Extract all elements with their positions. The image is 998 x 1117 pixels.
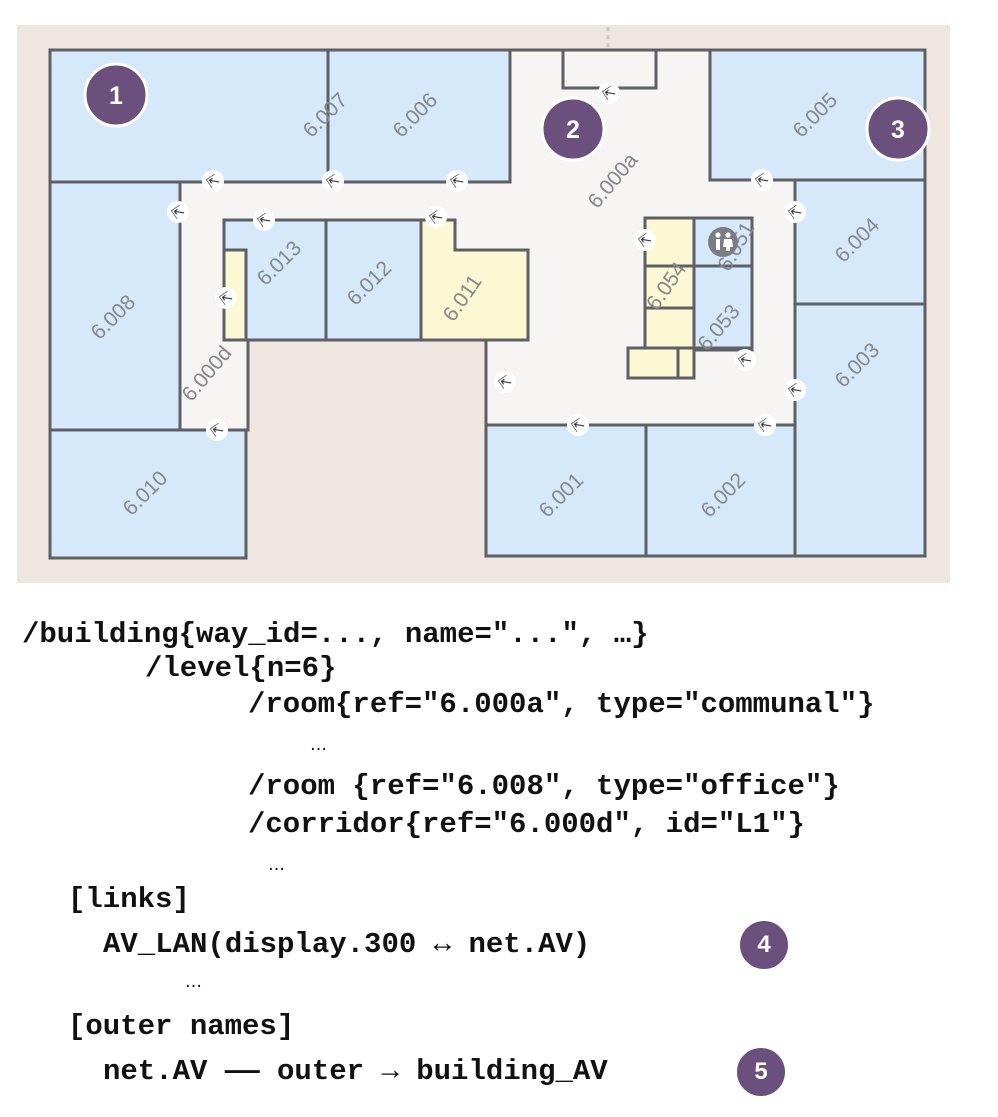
door-entrance-icon: ⇱ [446, 170, 468, 192]
callout-1-label: 1 [109, 82, 123, 110]
door-entrance-icon: ⇱ [215, 287, 237, 309]
callout-3: 3 [865, 96, 931, 162]
door-markers: ⇱ ⇱ ⇱ ⇱ ⇱ ⇱ ⇱ ⇱ ⇱ ⇱ ⇱ ⇱ ⇱ ⇱ ⇱ ⇱ ⇱ [167, 82, 806, 441]
room-6001[interactable] [484, 423, 648, 558]
code-line-room-6008: /room {ref="6.008", type="office"} [248, 770, 840, 803]
code-line-links-header: [links] [68, 883, 190, 916]
code-line-corridor: /corridor{ref="6.000d", id="L1"} [248, 808, 805, 841]
room-6010[interactable] [48, 428, 248, 560]
door-entrance-icon: ⇱ [253, 209, 275, 231]
room-6002[interactable] [644, 423, 797, 558]
room-6003[interactable] [793, 302, 927, 558]
toilet-icon [708, 227, 738, 257]
door-entrance-icon: ⇱ [598, 82, 620, 104]
code-ellipsis: … [310, 735, 327, 755]
core-cell-b [626, 346, 680, 380]
door-entrance-icon: ⇱ [202, 170, 224, 192]
code-ellipsis: … [185, 972, 202, 992]
door-entrance-icon: ⇱ [494, 371, 516, 393]
door-entrance-icon: ⇱ [322, 170, 344, 192]
code-ellipsis: … [268, 855, 285, 875]
room-6006[interactable] [326, 48, 512, 184]
code-line-outer-building-av: net.AV —— outer → building_AV [103, 1055, 608, 1088]
room-6053[interactable] [692, 264, 754, 350]
door-entrance-icon: ⇱ [167, 201, 189, 223]
code-line-building: /building{way_id=..., name="...", …} [22, 618, 649, 651]
door-entrance-icon: ⇱ [734, 349, 756, 371]
code-line-room-6000a: /room{ref="6.000a", type="communal"} [248, 688, 875, 721]
callout-5: 5 [734, 1045, 788, 1099]
door-entrance-icon: ⇱ [567, 414, 589, 436]
room-6008[interactable] [48, 180, 182, 432]
callout-3-label: 3 [891, 116, 905, 144]
callout-1: 1 [83, 62, 149, 128]
door-entrance-icon: ⇱ [751, 169, 773, 191]
core-cell-c [676, 346, 696, 380]
door-entrance-icon: ⇱ [784, 201, 806, 223]
door-entrance-icon: ⇱ [206, 419, 228, 441]
floor-plan-map: 6.007 6.006 6.005 6.000a 6.004 6.003 6.0… [17, 25, 950, 583]
callout-2-label: 2 [566, 116, 580, 144]
bigraph-code-listing: /building{way_id=..., name="...", …} /le… [0, 600, 998, 1117]
callout-2: 2 [540, 96, 606, 162]
code-line-outer-header: [outer names] [68, 1010, 295, 1043]
room-6004[interactable] [793, 178, 927, 306]
door-entrance-icon: ⇱ [634, 229, 656, 251]
callout-4: 4 [737, 918, 791, 972]
door-entrance-icon: ⇱ [784, 379, 806, 401]
code-line-level: /level{n=6} [145, 652, 337, 685]
core-cell-a [643, 306, 696, 350]
room-6011[interactable] [419, 218, 530, 342]
room-6012[interactable] [324, 218, 423, 342]
door-entrance-icon: ⇱ [425, 206, 447, 228]
code-line-link-av-lan: AV_LAN(display.300 ↔ net.AV) [103, 928, 591, 961]
door-entrance-icon: ⇱ [754, 414, 776, 436]
